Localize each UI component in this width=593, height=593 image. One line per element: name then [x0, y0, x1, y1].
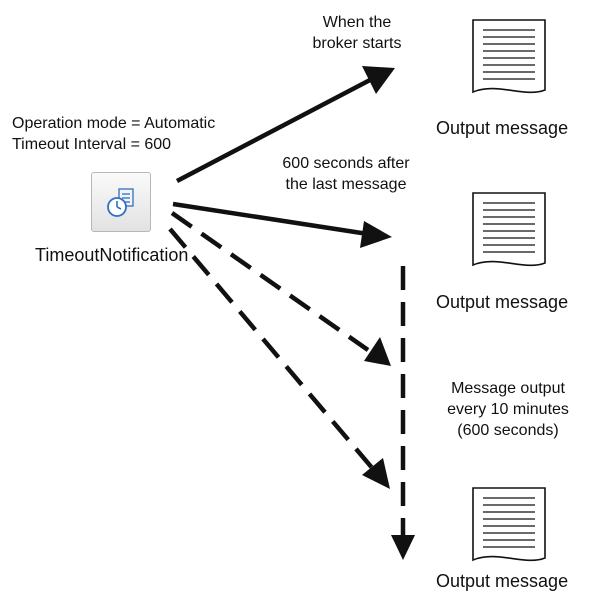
arrow-after-last-message: [172, 201, 392, 248]
arrow-repeat-1: [170, 211, 391, 366]
event-label-broker-start: When the broker starts: [312, 14, 402, 52]
output-message-doc-icon: [472, 487, 546, 562]
node-label: TimeoutNotification: [35, 245, 189, 265]
event-label-after-last-message: 600 seconds after the last message: [282, 155, 410, 193]
timeout-notification-node: [91, 172, 151, 232]
timer-notification-icon: [107, 188, 134, 217]
output-message-doc-icon: [472, 192, 546, 267]
setting-operation-mode: Operation mode = Automatic: [12, 115, 216, 132]
arrow-repeat-2: [168, 227, 390, 489]
event-label-repeat: Message output every 10 minutes (600 sec…: [447, 380, 569, 439]
output-message-label: Output message: [436, 571, 569, 591]
node-settings: Operation mode = Automatic Timeout Inter…: [12, 113, 215, 155]
output-message-doc-icon: [472, 19, 546, 94]
output-message-label: Output message: [436, 292, 569, 312]
setting-timeout-interval: Timeout Interval = 600: [12, 136, 172, 153]
arrow-broker-start: [175, 66, 395, 183]
output-message-label: Output message: [436, 118, 569, 138]
arrow-timeline-vertical: [391, 266, 415, 560]
